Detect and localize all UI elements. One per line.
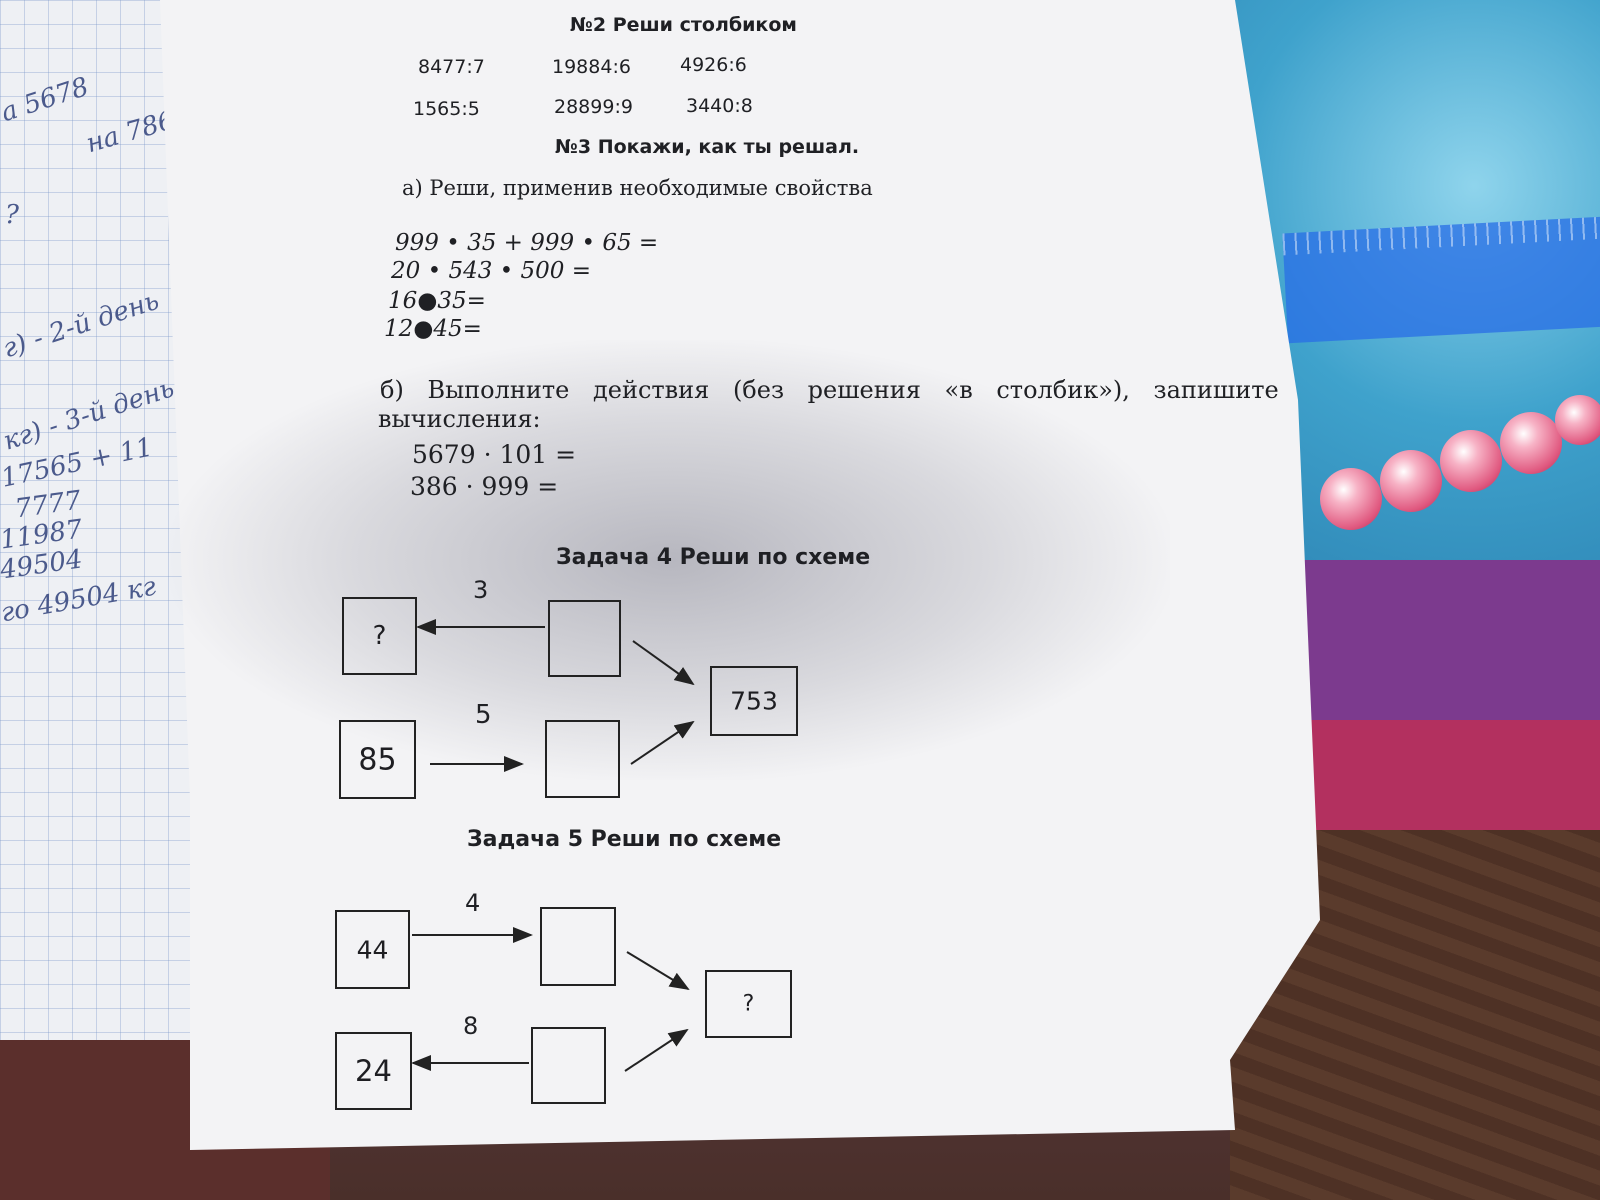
- pink-strip: [1300, 720, 1600, 840]
- division-expression: 1565:5: [413, 98, 480, 120]
- arrow-diagonal: [630, 720, 695, 765]
- task4-box-unknown: ?: [342, 597, 417, 675]
- task3-part-b-label-cont: вычисления:: [378, 405, 541, 433]
- task4-box-empty: [545, 720, 620, 798]
- task5-title: Задача 5 Реши по схеме: [467, 827, 782, 852]
- task4-multiplier-top: 3: [473, 576, 489, 604]
- worksheet-page: [160, 0, 1320, 1150]
- hand-shadow: [170, 340, 1170, 780]
- pearl-bead: [1320, 468, 1382, 530]
- expression: 16●35=: [388, 288, 486, 314]
- expression: 20 • 543 • 500 =: [391, 258, 592, 284]
- division-expression: 3440:8: [686, 95, 753, 117]
- arrow-diagonal: [626, 951, 690, 991]
- box-value: 753: [730, 686, 778, 716]
- division-expression: 4926:6: [680, 54, 747, 76]
- task4-box-empty: [548, 600, 621, 677]
- division-expression: 19884:6: [552, 56, 631, 78]
- box-value: ?: [742, 991, 755, 1017]
- task4-multiplier-bottom: 5: [475, 700, 492, 730]
- task4-title: Задача 4 Реши по схеме: [556, 545, 871, 570]
- expression: 5679 · 101 =: [412, 440, 577, 469]
- expression: 12●45=: [384, 316, 482, 342]
- notebook-line: ?: [5, 200, 19, 230]
- division-expression: 8477:7: [418, 56, 485, 78]
- pearl-bead: [1440, 430, 1502, 492]
- box-value: ?: [372, 621, 387, 651]
- task5-box-empty: [531, 1027, 606, 1104]
- task4-box-start: 85: [339, 720, 416, 799]
- task5-multiplier-bottom: 8: [463, 1012, 479, 1040]
- task3-part-b-label: б) Выполните действия (без решения «в ст…: [380, 376, 1279, 404]
- task5-box-start: 44: [335, 910, 410, 989]
- expression: 999 • 35 + 999 • 65 =: [395, 230, 659, 256]
- pearl-bead: [1500, 412, 1562, 474]
- task5-box-empty: [540, 907, 616, 986]
- task5-box-start: 24: [335, 1032, 412, 1110]
- expression: 386 · 999 =: [410, 472, 559, 501]
- task3-title: №3 Покажи, как ты решал.: [555, 136, 860, 158]
- box-value: 24: [355, 1054, 392, 1088]
- pearl-bead: [1555, 395, 1600, 445]
- box-value: 85: [358, 742, 397, 777]
- arrow-diagonal: [632, 640, 695, 686]
- pearl-bead: [1380, 450, 1442, 512]
- task3-part-a-label: а) Реши, применив необходимые свойства: [402, 176, 873, 200]
- task5-multiplier-top: 4: [465, 889, 481, 917]
- arrow-diagonal: [624, 1028, 689, 1072]
- task5-box-unknown: ?: [705, 970, 792, 1038]
- box-value: 44: [356, 935, 389, 964]
- task2-title: №2 Реши столбиком: [570, 14, 797, 36]
- division-expression: 28899:9: [554, 96, 633, 118]
- task4-box-result: 753: [710, 666, 798, 736]
